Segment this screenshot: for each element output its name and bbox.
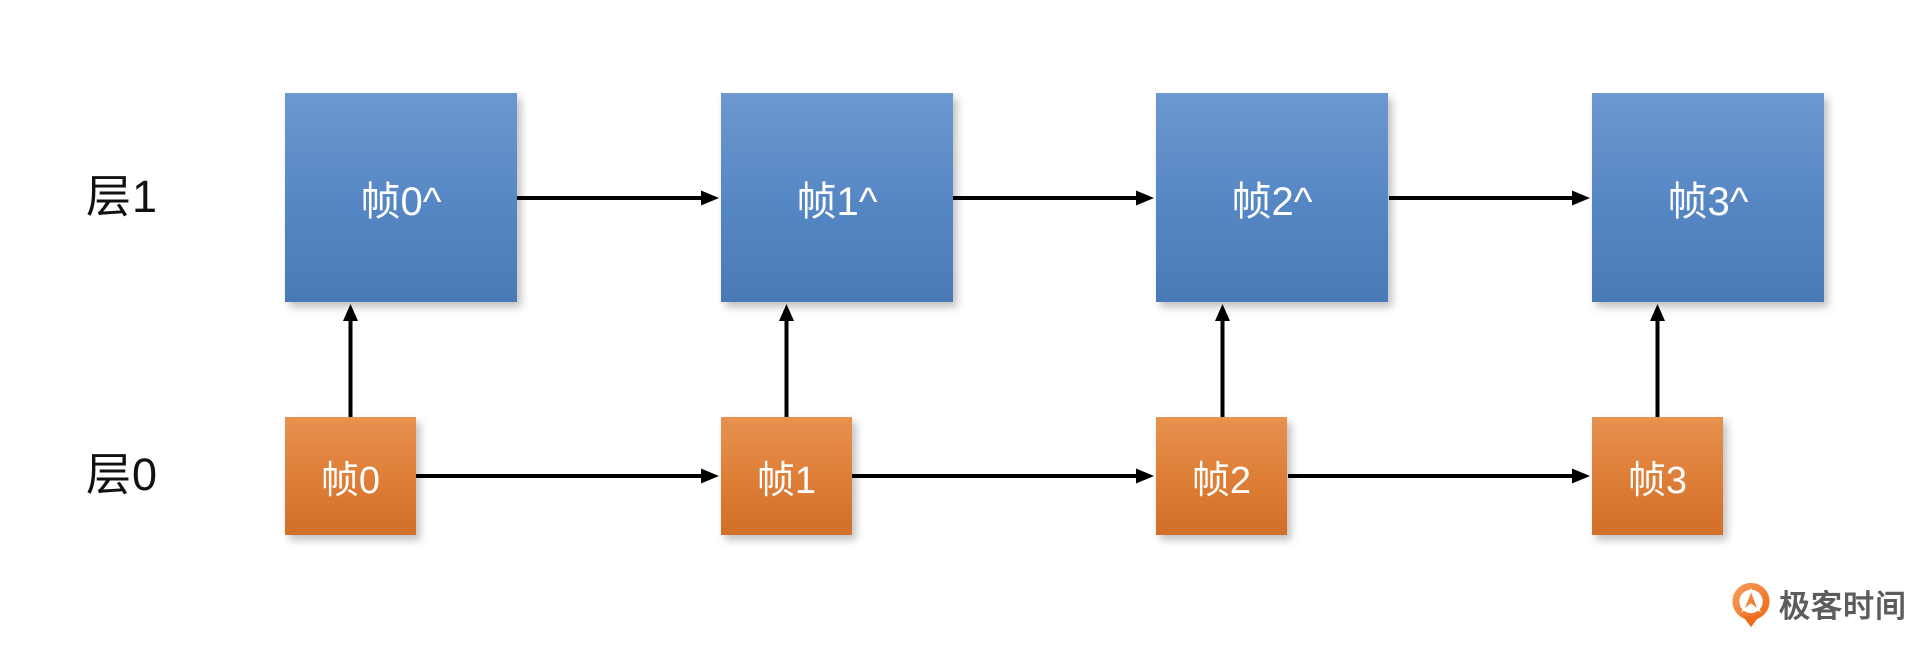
arrow-l1-f1-f2	[953, 190, 1154, 206]
node-layer1-frame3: 帧3^	[1592, 93, 1824, 302]
geektime-logo: 极客时间	[1729, 581, 1907, 631]
node-layer1-frame0: 帧0^	[285, 93, 517, 302]
arrow-l0-f0-f1	[416, 468, 719, 484]
node-layer0-frame2: 帧2	[1156, 417, 1287, 535]
geektime-logo-icon	[1732, 582, 1770, 628]
arrow-l0-f2-f3	[1288, 468, 1590, 484]
arrow-l0-f1-f2	[852, 468, 1154, 484]
arrow-l1-f2-f3	[1389, 190, 1590, 206]
arrow-up-f1	[779, 304, 794, 417]
node-layer1-frame1: 帧1^	[721, 93, 953, 302]
node-layer0-frame1: 帧1	[721, 417, 852, 535]
layer0-label: 层0	[86, 449, 159, 500]
layer1-label: 层1	[86, 171, 159, 222]
node-layer0-frame3: 帧3	[1592, 417, 1723, 535]
arrow-up-f0	[343, 304, 358, 417]
arrow-up-f3	[1650, 304, 1665, 417]
arrow-up-f2	[1215, 304, 1230, 417]
node-layer0-frame0: 帧0	[285, 417, 416, 535]
geektime-logo-text: 极客时间	[1779, 588, 1907, 624]
arrow-l1-f0-f1	[517, 190, 719, 206]
node-layer1-frame2: 帧2^	[1156, 93, 1388, 302]
